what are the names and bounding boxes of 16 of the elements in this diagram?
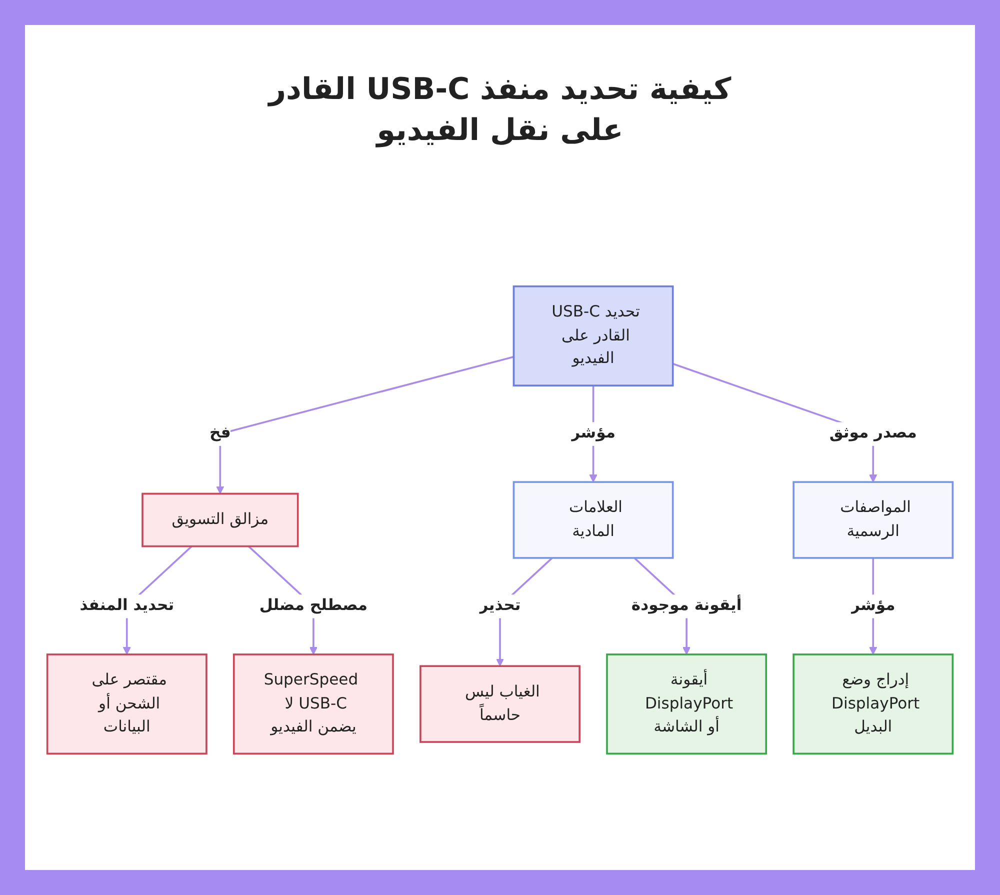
- node-box: إدراج وضع DisplayPort البديل: [792, 654, 954, 755]
- node-box: أيقونة DisplayPort أو الشاشة: [606, 654, 768, 755]
- node-box: المواصفات الرسمية: [792, 481, 954, 559]
- node-box: مقتصر على الشحن أو البيانات: [46, 654, 208, 755]
- diagram-title: كيفية تحديد منفذ USB-C القادر على نقل الفيديو: [266, 71, 732, 150]
- node-box: SuperSpeed USB-C لا يضمن الفيديو: [232, 654, 394, 755]
- arrow: [216, 356, 514, 494]
- node-box: الغياب ليس حاسماً: [420, 665, 580, 743]
- edge-label: مصطلح مضلل: [259, 596, 368, 615]
- node-box: مزالق التسويق: [142, 492, 299, 548]
- edge-label: مصدر موثق: [829, 424, 917, 442]
- node-box: العلامات المادية: [512, 481, 674, 559]
- edge-label: أيقونة موجودة: [631, 596, 742, 615]
- edge-label: فخ: [209, 424, 231, 442]
- edge-label: تحديد المنفذ: [80, 596, 174, 615]
- node-box: تحديد USB-C القادر على الفيديو: [512, 285, 674, 386]
